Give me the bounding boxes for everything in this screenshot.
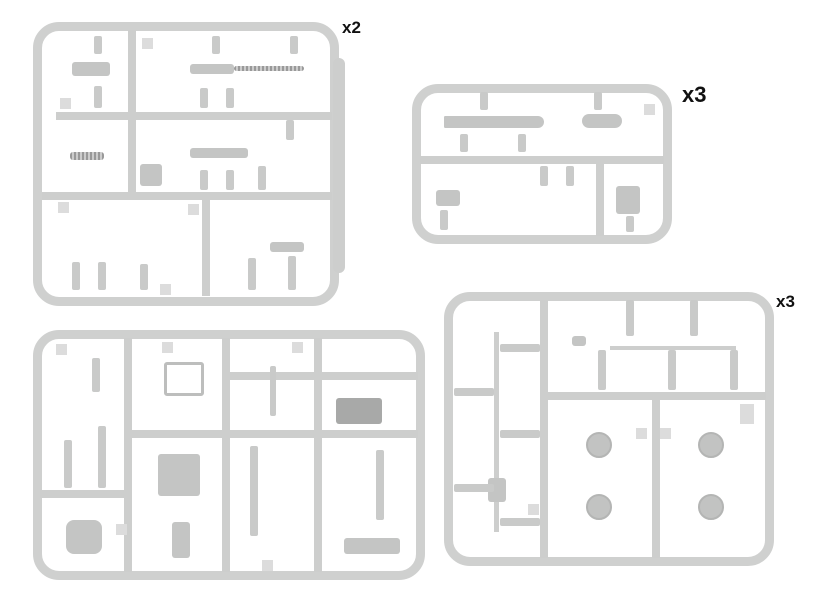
sprue-gate [566,166,574,186]
sprue-gate [200,88,208,108]
part-number-tag [160,284,171,295]
sprue-frame-b [412,84,672,244]
sprue-frame-d [444,292,774,566]
sprue-gate [480,92,488,110]
plate-part [140,164,162,186]
sprue-gate [376,450,384,520]
sprue-gate [94,86,102,108]
sprue-a-runner [56,112,332,120]
sprue-gate [98,262,106,290]
part-number-tag [528,504,539,515]
machine-gun-part [190,148,248,158]
part-number-tag [660,428,671,439]
part-number-tag [188,204,199,215]
sprue-gate [98,426,106,488]
part-number-tag [116,524,127,535]
box-part [72,62,110,76]
sprue-gate [730,350,738,390]
part-number-tag [56,344,67,355]
sprue-d-runner [610,346,736,350]
sprue-gate [250,446,258,536]
sprue-gate [668,350,676,390]
sprue-gate [258,166,266,190]
sprue-a-runner [333,58,345,273]
sprue-gate [286,120,294,140]
sprue-gate [690,300,698,336]
part-number-tag [740,404,754,424]
sprue-gate [270,366,276,416]
sprue-gate [64,440,72,488]
bomb-part [582,114,622,128]
sprue-b-runner [420,156,664,164]
wheel-part [698,494,724,520]
sprue-gate [500,518,540,526]
part-number-tag [636,428,647,439]
wheel-part [698,432,724,458]
sprue-gate [226,170,234,190]
sprue-gate [288,256,296,290]
sprue-gate [454,388,494,396]
sprue-gate [248,258,256,290]
part-number-tag [58,202,69,213]
sprue-gate [594,92,602,110]
part-number-tag [292,342,303,353]
sprue-gate [626,300,634,336]
sprue-gate [440,210,448,230]
sprue-gate [212,36,220,54]
sprue-gate [598,350,606,390]
sprue-c-runner [40,490,128,498]
shell-part [444,116,544,128]
wheel-part [586,494,612,520]
sprue-a-runner [202,196,210,296]
part-number-tag [644,104,655,115]
sprue-gate [518,134,526,152]
sprue-gate [94,36,102,54]
sprue-b-quantity-label: x3 [682,82,707,107]
sprue-gate [72,262,80,290]
drum-part [436,190,460,206]
sprue-gate [92,358,100,392]
sprue-gate [626,216,634,232]
sprue-gate [290,36,298,54]
sprue-c-runner [314,338,322,572]
part-number-tag [262,560,273,571]
ammo-belt-part [234,66,304,71]
sprue-c-runner [222,338,230,572]
sprue-gate [226,88,234,108]
sprue-c-runner [226,372,418,380]
part-number-tag [162,342,173,353]
sprue-b-runner [596,160,604,236]
sprue-gate [200,170,208,190]
sprue-d-quantity-label: x3 [776,292,795,311]
bracket-part [572,336,586,346]
sprue-d-runner [494,332,499,532]
sprue-frame-c [33,330,425,580]
cylinder-part [344,538,400,554]
sprue-d-runner [540,300,548,558]
housing-part [616,186,640,214]
sprue-gate [500,430,540,438]
sprue-gate [140,264,148,290]
sprue-d-runner [652,396,660,558]
sprue-a-runner [42,192,332,200]
sprue-c-runner [124,338,132,572]
sprue-c-runner [128,430,418,438]
sprue-gate [540,166,548,186]
sprue-gate [460,134,468,152]
part-number-tag [142,38,153,49]
wheel-part [586,432,612,458]
bracket-part [270,242,304,252]
spring-part [70,152,104,160]
plate-part [172,522,190,558]
part-number-tag [60,98,71,109]
engine-block-part [336,398,382,424]
panel-part [158,454,200,496]
sprue-gate [454,484,494,492]
machine-gun-part [190,64,234,74]
frame-part [164,362,204,396]
seat-part [66,520,102,554]
sprue-a-quantity-label: x2 [342,18,361,37]
sprue-gate [500,344,540,352]
